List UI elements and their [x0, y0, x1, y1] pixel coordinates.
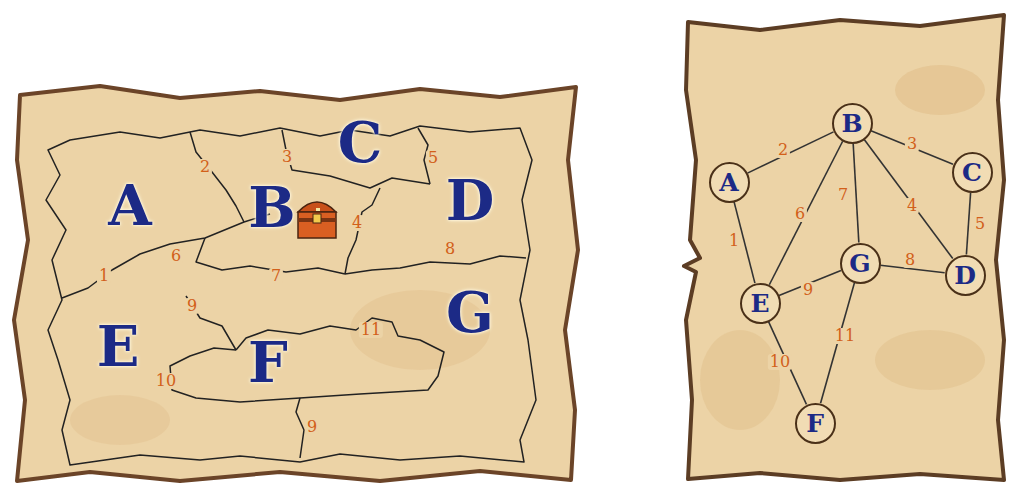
node-letter: B: [841, 111, 862, 136]
graph-edge: [864, 139, 953, 258]
graph-node: A: [709, 162, 750, 203]
edge-weight: 3: [905, 136, 919, 152]
edge-weight: 5: [973, 216, 987, 232]
border-number: 10: [154, 373, 178, 389]
map-outline: [46, 126, 536, 465]
treasure-chest: [298, 202, 336, 238]
node-letter: A: [719, 170, 738, 195]
map-parchment: [14, 86, 578, 481]
graph-parchment: [684, 15, 1004, 480]
node-letter: E: [750, 291, 769, 316]
region-border: [345, 256, 526, 274]
border-number: 1: [97, 268, 111, 284]
edge-weight: 2: [776, 142, 790, 158]
border-number: 3: [280, 149, 294, 165]
region-border: [296, 398, 304, 458]
node-letter: C: [962, 160, 982, 185]
graph-node: G: [840, 243, 881, 284]
edge-weight: 4: [905, 198, 919, 214]
stain: [895, 65, 985, 115]
edge-weight: 6: [793, 206, 807, 222]
region-border: [345, 188, 380, 274]
stain: [70, 395, 170, 445]
border-number: 7: [269, 268, 283, 284]
graph-node: D: [945, 255, 986, 296]
graph-edge: [769, 141, 842, 284]
region-letter: F: [248, 334, 288, 390]
region-letter: E: [97, 318, 140, 374]
edge-weight: 10: [768, 354, 792, 370]
region-letter: D: [446, 172, 495, 228]
graph-node: F: [795, 403, 836, 444]
graph-node: E: [740, 283, 781, 324]
region-border: [170, 318, 444, 402]
region-border: [190, 132, 244, 222]
edge-weight: 1: [727, 233, 741, 249]
edge-weight: 7: [836, 187, 850, 203]
border-number: 9: [185, 298, 199, 314]
stain: [875, 330, 985, 390]
region-letter: C: [338, 114, 383, 170]
node-letter: G: [849, 251, 870, 276]
edge-weight: 11: [833, 328, 857, 344]
graph-edge: [747, 132, 833, 173]
node-letter: F: [806, 411, 824, 436]
border-number: 2: [198, 159, 212, 175]
graph-edge: [871, 131, 953, 165]
border-number: 9: [305, 419, 319, 435]
node-letter: D: [954, 263, 976, 288]
region-letter: B: [248, 179, 295, 235]
graph-node: B: [832, 103, 873, 144]
border-number: 4: [350, 215, 364, 231]
graph-edge: [853, 143, 859, 242]
border-number: 6: [169, 248, 183, 264]
border-number: 11: [359, 322, 383, 338]
edge-weight: 8: [903, 252, 917, 268]
stain: [700, 330, 780, 430]
region-letter: G: [446, 284, 494, 340]
graph-edge: [769, 322, 807, 405]
graph-edge: [966, 192, 970, 254]
border-number: 8: [443, 241, 457, 257]
graph-node: C: [952, 152, 993, 193]
border-number: 5: [426, 150, 440, 166]
edge-weight: 9: [801, 282, 815, 298]
region-border: [62, 214, 270, 298]
region-letter: A: [108, 177, 151, 233]
